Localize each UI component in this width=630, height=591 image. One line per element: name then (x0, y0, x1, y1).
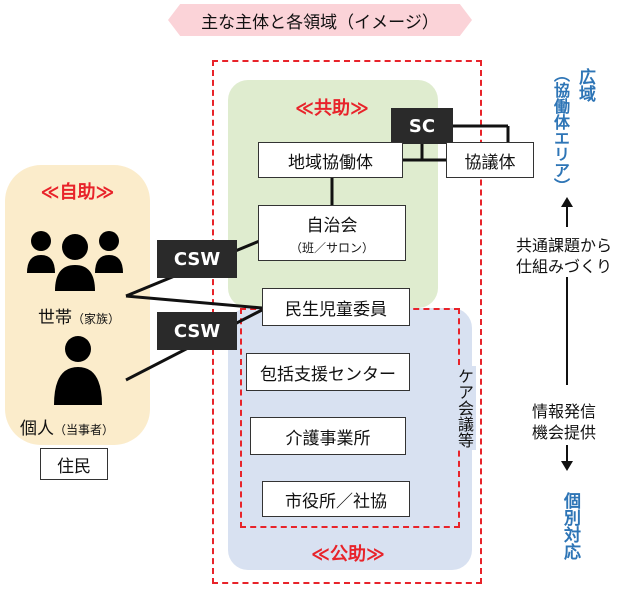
opportunity-text: 機会提供 (531, 423, 596, 442)
self-gov-label: 自治会 (306, 215, 358, 236)
city-office-box: 市役所／社協 (262, 481, 410, 517)
sc-box: SC (391, 108, 453, 144)
mutual-help-label: ≪共助≫ (295, 98, 369, 119)
resident-box: 住民 (40, 448, 108, 480)
self-gov-box: 自治会 （班／サロン） (258, 205, 406, 261)
wide-area-label: 広域 (575, 68, 595, 102)
vertical-arrow (561, 197, 573, 471)
welfare-commissioner-box: 民生児童委員 (262, 288, 410, 326)
household-icon (27, 231, 123, 291)
care-meeting-label: ケア会議等 (452, 366, 476, 450)
self-gov-note: （班／サロン） (289, 240, 374, 255)
center-box: 包括支援センター (246, 353, 410, 391)
care-office-box: 介護事業所 (250, 417, 406, 455)
council-box: 協議体 (446, 142, 534, 178)
title-banner (168, 4, 472, 36)
community-body-box: 地域協働体 (258, 142, 403, 178)
page-title: 主な主体と各領域（イメージ） (201, 12, 439, 33)
wide-area-note: （協働体エリア） (551, 66, 570, 194)
common-issues-text: 共通課題から (515, 236, 612, 255)
csw-top-box: CSW (157, 240, 237, 278)
individual-icon (54, 336, 102, 405)
csw-bottom-box: CSW (157, 312, 237, 350)
public-help-label: ≪公助≫ (311, 544, 385, 565)
self-help-label: ≪自助≫ (40, 182, 115, 203)
individual-label: 個人（当事者） (20, 419, 115, 439)
info-sharing-text: 情報発信 (531, 402, 596, 421)
household-label: 世帯（家族） (38, 308, 121, 328)
framework-text: 仕組みづくり (515, 257, 612, 276)
individual-response-label: 個別対応 (560, 492, 580, 560)
